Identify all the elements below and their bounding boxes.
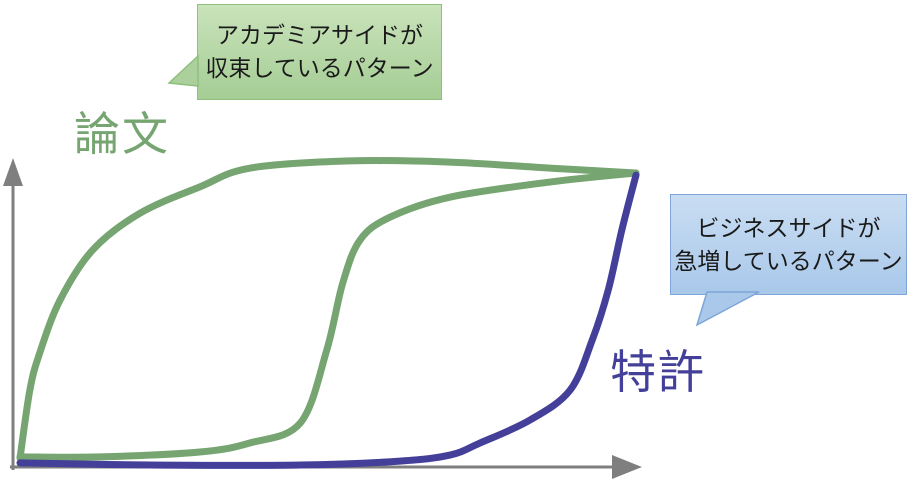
axes xyxy=(3,158,642,479)
academia-callout-bubble: アカデミアサイドが 収束しているパターン xyxy=(197,4,442,100)
business-callout-bubble: ビジネスサイドが 急増しているパターン xyxy=(670,194,907,295)
papers-late-sigmoid-curve xyxy=(16,169,640,461)
papers-early-saturation-curve xyxy=(16,156,640,462)
patents-series-label: 特許 xyxy=(610,346,706,398)
y-axis-arrowhead-icon xyxy=(3,158,23,186)
business-callout-text-line1: ビジネスサイドが xyxy=(696,214,881,241)
business-callout-text-line2: 急増しているパターン xyxy=(674,247,903,274)
business-callout-tail xyxy=(695,291,760,327)
papers-series-label: 論文 xyxy=(74,108,170,160)
academia-callout-tail xyxy=(167,54,199,87)
x-axis-arrowhead-icon xyxy=(612,455,642,479)
academia-callout-text-line1: アカデミアサイドが xyxy=(216,22,423,49)
patents-surge-curve xyxy=(16,171,640,469)
academia-callout-text-line2: 収束しているパターン xyxy=(205,55,434,81)
